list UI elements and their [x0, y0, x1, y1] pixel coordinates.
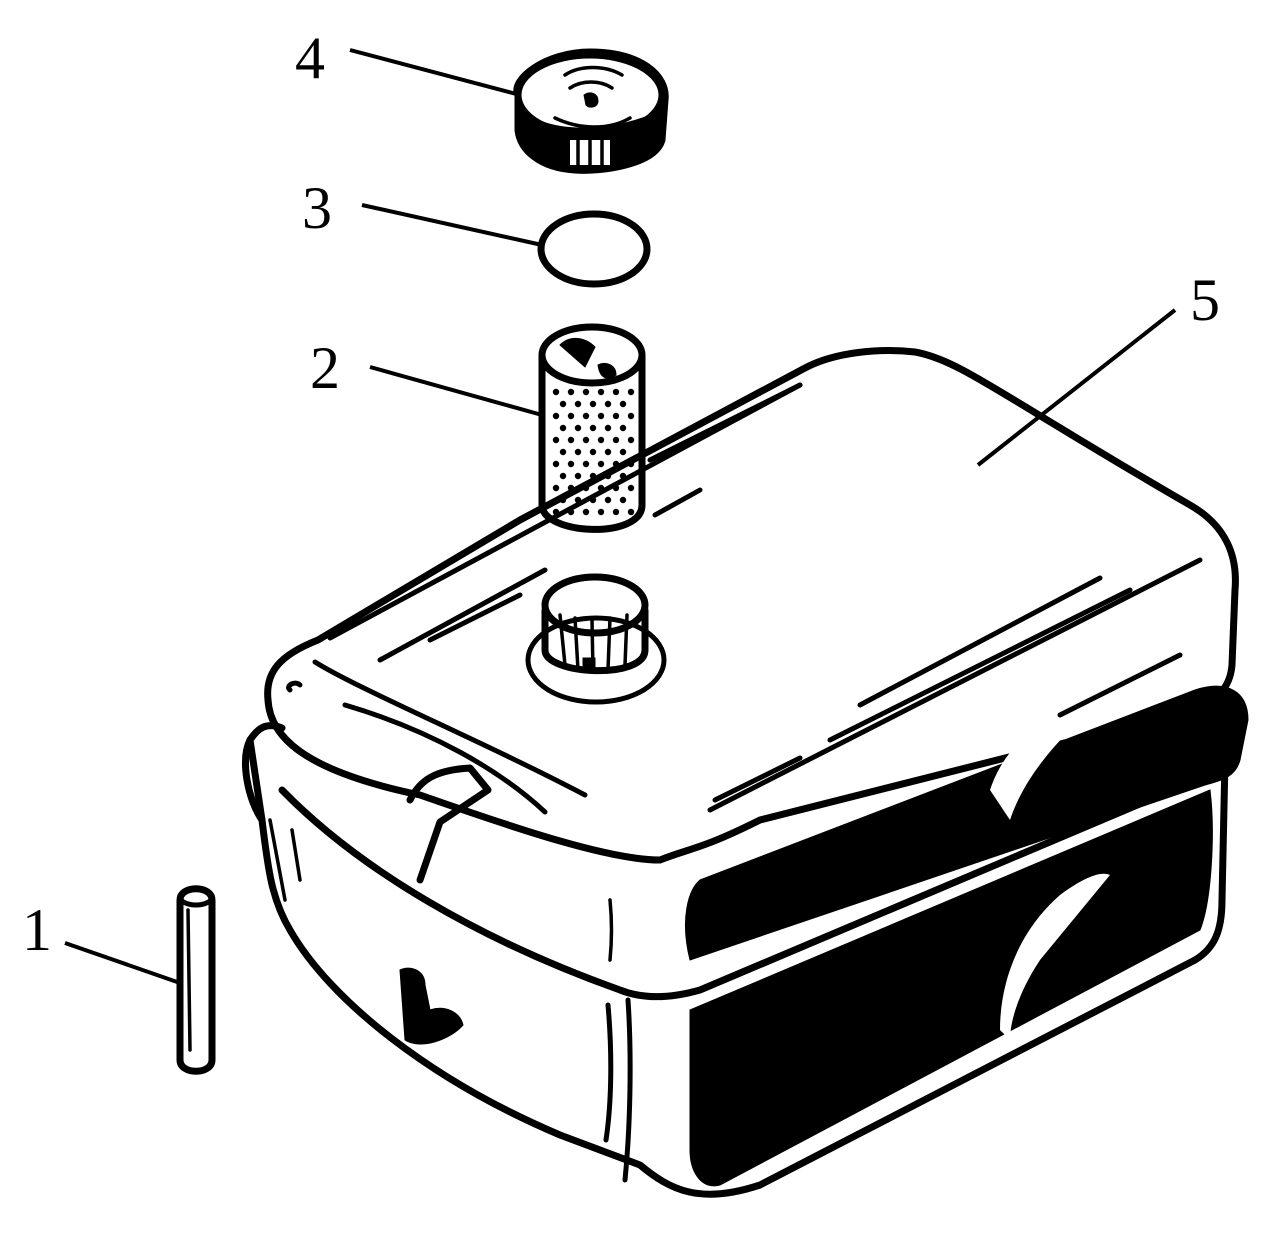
leader-line-3 [361, 203, 543, 247]
fuel-tank [242, 347, 1249, 1198]
perforation-dot [582, 388, 590, 396]
perforation-dot [559, 496, 567, 504]
perforation-dot [582, 412, 590, 420]
perforation-dot [574, 496, 582, 504]
callout-5: 5 [1190, 267, 1220, 333]
perforation-dot [567, 412, 575, 420]
strainer-perforations [552, 388, 635, 516]
perforation-dot [612, 460, 620, 468]
perforation-dot [559, 424, 567, 432]
perforation-dot [589, 448, 597, 456]
o-ring [537, 210, 651, 288]
perforation-dot [582, 508, 590, 516]
perforation-dot [627, 412, 635, 420]
perforation-dot [567, 436, 575, 444]
pin [176, 885, 216, 1075]
perforation-dot [612, 508, 620, 516]
callout-4: 4 [295, 25, 325, 91]
perforation-dot [552, 508, 560, 516]
leader-line-1 [64, 941, 181, 985]
perforation-dot [597, 412, 605, 420]
perforation-dot [597, 436, 605, 444]
perforation-dot [612, 484, 620, 492]
perforation-dot [612, 412, 620, 420]
perforation-dot [604, 400, 612, 408]
callout-3: 3 [302, 175, 332, 241]
perforation-dot [612, 388, 620, 396]
perforation-dot [552, 484, 560, 492]
filler-neck [525, 573, 667, 705]
filter-strainer [538, 323, 646, 533]
perforation-dot [574, 448, 582, 456]
perforation-dot [627, 388, 635, 396]
perforation-dot [589, 400, 597, 408]
filler-cap [513, 48, 669, 174]
perforation-dot [604, 448, 612, 456]
perforation-dot [597, 460, 605, 468]
perforation-dot [619, 472, 627, 480]
perforation-dot [574, 424, 582, 432]
leader-line-2 [369, 365, 543, 417]
perforation-dot [627, 508, 635, 516]
perforation-dot [589, 424, 597, 432]
perforation-dot [619, 448, 627, 456]
perforation-dot [552, 388, 560, 396]
perforation-dot [619, 496, 627, 504]
perforation-dot [627, 484, 635, 492]
perforation-dot [604, 472, 612, 480]
perforation-dot [612, 436, 620, 444]
perforation-dot [552, 460, 560, 468]
perforation-dot [604, 424, 612, 432]
perforation-dot [597, 508, 605, 516]
perforation-dot [619, 424, 627, 432]
perforation-dot [604, 496, 612, 504]
perforation-dot [582, 436, 590, 444]
perforation-dot [627, 436, 635, 444]
perforation-dot [589, 496, 597, 504]
perforation-dot [567, 508, 575, 516]
perforation-dot [559, 472, 567, 480]
perforation-dot [597, 388, 605, 396]
perforation-dot [567, 460, 575, 468]
leader-line-4 [349, 48, 521, 97]
perforation-dot [574, 400, 582, 408]
perforation-dot [552, 412, 560, 420]
perforation-dot [627, 460, 635, 468]
callout-2: 2 [310, 335, 340, 401]
perforation-dot [589, 472, 597, 480]
perforation-dot [552, 436, 560, 444]
perforation-dot [582, 460, 590, 468]
perforation-dot [574, 472, 582, 480]
perforation-dot [597, 484, 605, 492]
perforation-dot [619, 400, 627, 408]
perforation-dot [582, 484, 590, 492]
perforation-dot [559, 400, 567, 408]
callout-1: 1 [22, 897, 52, 963]
leader-line-5 [976, 308, 1177, 467]
perforation-dot [559, 448, 567, 456]
perforation-dot [567, 388, 575, 396]
perforation-dot [567, 484, 575, 492]
